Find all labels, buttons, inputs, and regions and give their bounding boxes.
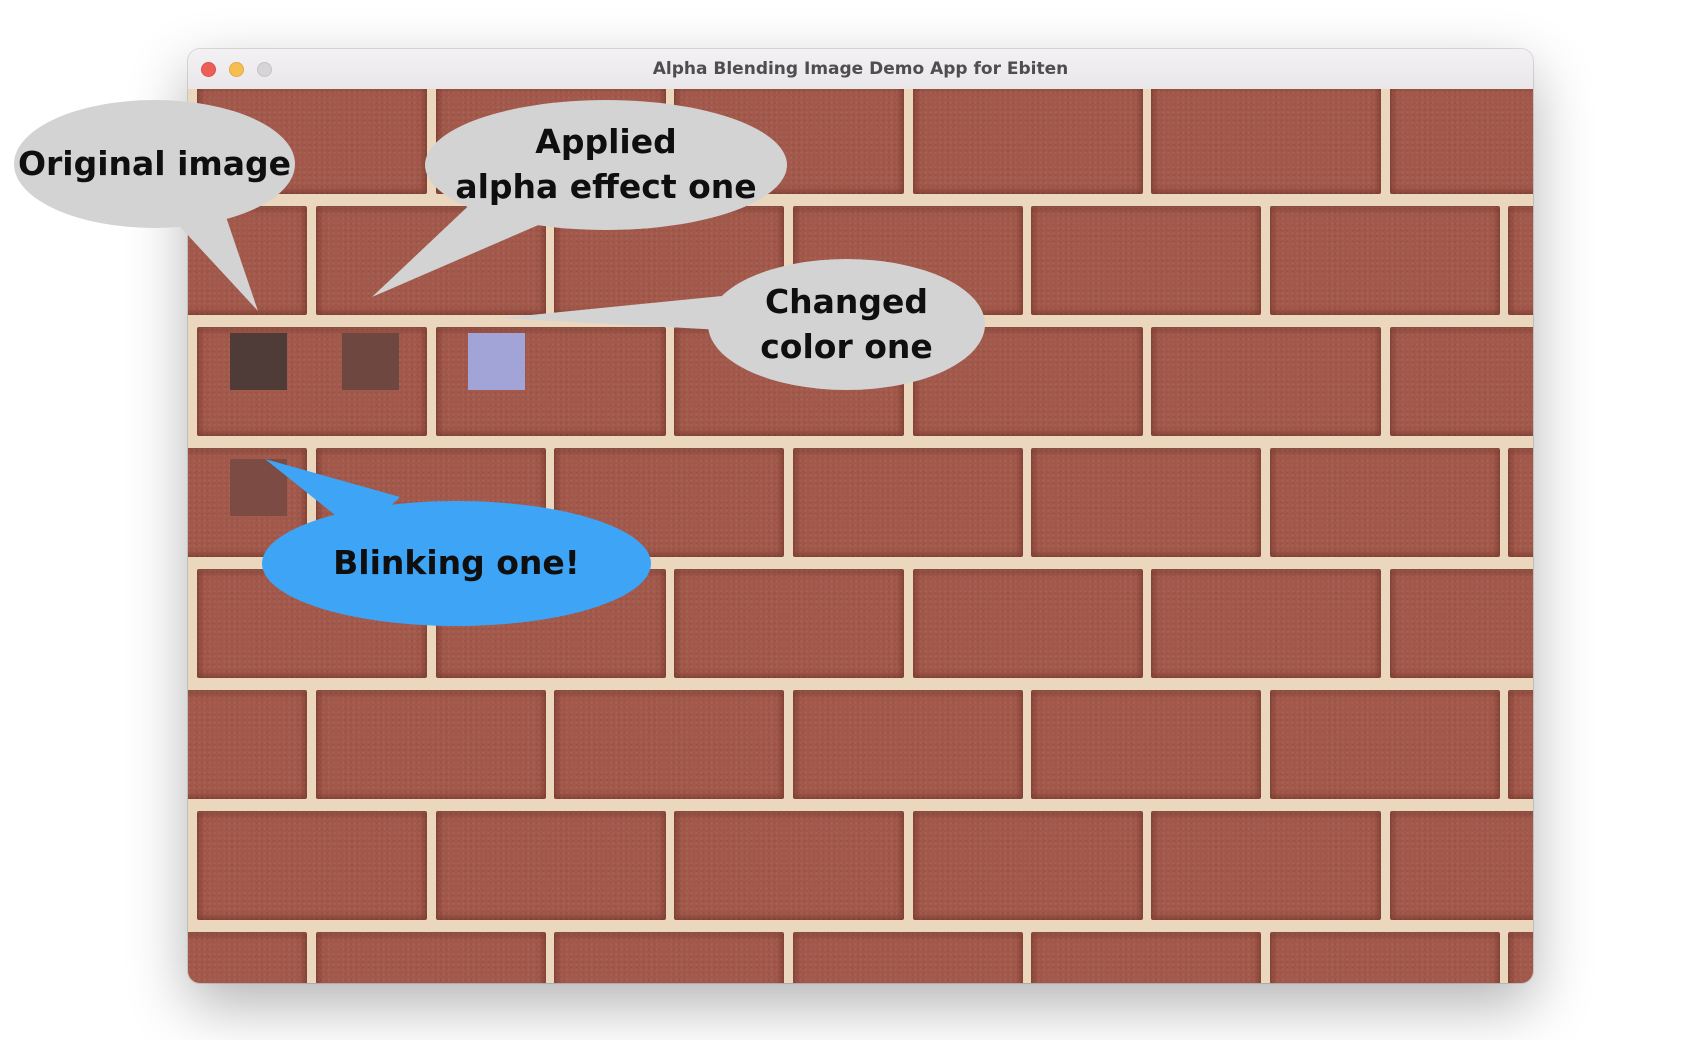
brick xyxy=(188,932,307,983)
brick xyxy=(188,690,307,799)
brick xyxy=(1031,206,1261,315)
brick xyxy=(674,569,904,678)
brick xyxy=(913,89,1143,194)
changed-color-square xyxy=(468,333,525,390)
brick xyxy=(1031,932,1261,983)
brick xyxy=(1270,690,1500,799)
brick xyxy=(1270,206,1500,315)
original-image-callout: Original image xyxy=(14,100,295,228)
brick xyxy=(1270,448,1500,557)
zoom-icon[interactable] xyxy=(257,62,272,77)
brick xyxy=(1031,690,1261,799)
changed-color-callout: Changed color one xyxy=(708,259,985,390)
brick xyxy=(1390,89,1533,194)
brick xyxy=(793,932,1023,983)
brick xyxy=(1151,89,1381,194)
brick xyxy=(436,811,666,920)
brick xyxy=(197,811,427,920)
brick xyxy=(793,448,1023,557)
brick xyxy=(913,811,1143,920)
applied-alpha-callout: Applied alpha effect one xyxy=(425,100,787,230)
brick xyxy=(1508,448,1533,557)
brick xyxy=(1270,932,1500,983)
window-title: Alpha Blending Image Demo App for Ebiten xyxy=(652,59,1069,79)
brick xyxy=(1508,932,1533,983)
applied-callout-tail xyxy=(372,195,550,297)
brick xyxy=(1031,448,1261,557)
brick xyxy=(1390,569,1533,678)
title-bar[interactable]: Alpha Blending Image Demo App for Ebiten xyxy=(188,49,1533,90)
brick xyxy=(554,690,784,799)
brick xyxy=(674,811,904,920)
changed-callout-tail xyxy=(500,296,722,330)
brick xyxy=(316,690,546,799)
brick xyxy=(1151,811,1381,920)
brick xyxy=(1151,327,1381,436)
brick xyxy=(913,569,1143,678)
original-callout-tail xyxy=(160,205,258,311)
brick xyxy=(1390,327,1533,436)
brick xyxy=(1151,569,1381,678)
blinking-callout: Blinking one! xyxy=(262,501,651,626)
close-icon[interactable] xyxy=(201,62,216,77)
brick xyxy=(1508,206,1533,315)
brick xyxy=(316,932,546,983)
brick xyxy=(793,690,1023,799)
brick xyxy=(1390,811,1533,920)
brick xyxy=(1508,690,1533,799)
original-square xyxy=(230,333,287,390)
brick xyxy=(554,932,784,983)
minimize-icon[interactable] xyxy=(229,62,244,77)
alpha-square xyxy=(342,333,399,390)
